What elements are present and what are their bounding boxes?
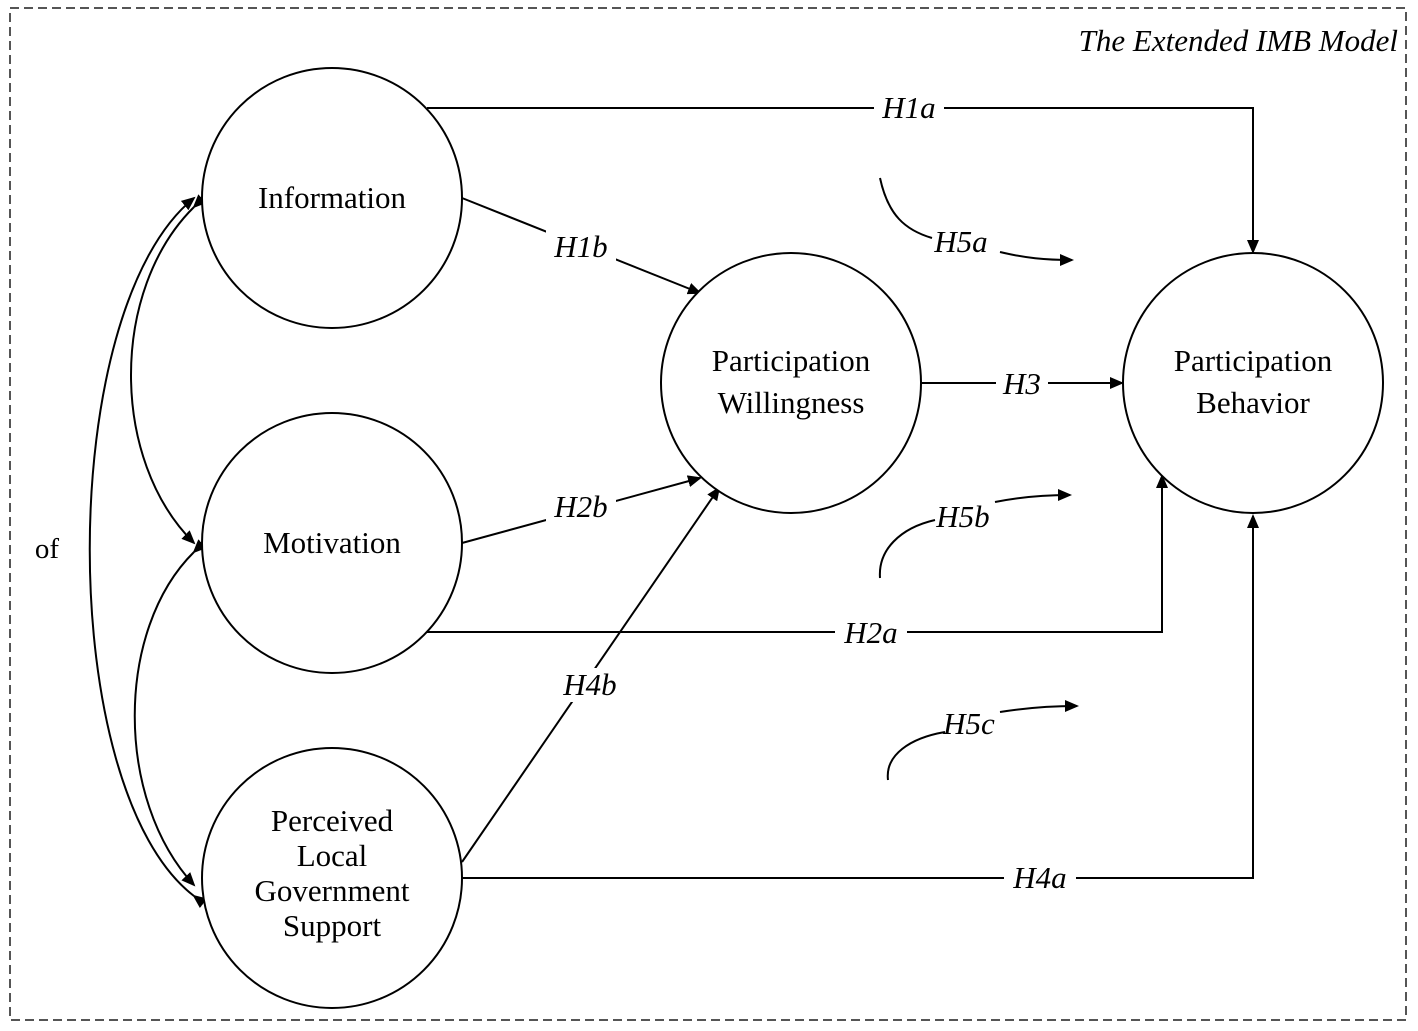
covariance-label: of — [35, 533, 60, 565]
moderation-h5a-head — [999, 251, 1074, 266]
node-support-label-1: Perceived — [271, 803, 394, 838]
node-support: Perceived Local Government Support — [201, 747, 463, 1009]
node-motivation-label: Motivation — [263, 525, 401, 560]
label-h1a: H1a — [881, 90, 935, 125]
node-support-label-3: Government — [255, 873, 410, 908]
node-behavior: Participation Behavior — [1122, 252, 1384, 514]
edge-h1a — [427, 107, 1259, 254]
node-willingness: Participation Willingness — [660, 252, 922, 514]
model-title: The Extended IMB Model — [1079, 23, 1398, 58]
label-h2a: H2a — [843, 615, 897, 650]
moderation-h5b-head — [994, 489, 1072, 503]
node-behavior-label-2: Behavior — [1196, 385, 1310, 420]
label-h2b: H2b — [553, 489, 607, 524]
node-behavior-label-1: Participation — [1174, 343, 1333, 378]
node-motivation: Motivation — [201, 412, 463, 674]
node-willingness-label-2: Willingness — [718, 385, 865, 420]
covariance-information-support — [88, 196, 208, 909]
label-h3: H3 — [1002, 366, 1041, 401]
edge-h4a — [462, 514, 1259, 879]
node-support-label-4: Support — [283, 908, 382, 943]
node-support-label-2: Local — [297, 838, 368, 873]
label-h1b: H1b — [553, 229, 607, 264]
node-willingness-label-1: Participation — [712, 343, 871, 378]
moderation-h5b-tail — [878, 519, 936, 579]
edge-h2a — [425, 474, 1168, 633]
label-h4a: H4a — [1012, 860, 1066, 895]
node-information-label: Information — [258, 180, 407, 215]
label-h5c: H5c — [942, 706, 995, 741]
label-h5a: H5a — [933, 224, 987, 259]
label-h5b: H5b — [935, 499, 989, 534]
moderation-h5c-head — [999, 700, 1079, 713]
label-h4b: H4b — [562, 667, 616, 702]
covariance-motivation-support — [133, 539, 207, 887]
moderation-h5a-tail — [879, 177, 933, 239]
node-information: Information — [201, 67, 463, 329]
covariance-information-motivation — [130, 194, 207, 545]
moderation-h5c-tail — [886, 731, 946, 781]
